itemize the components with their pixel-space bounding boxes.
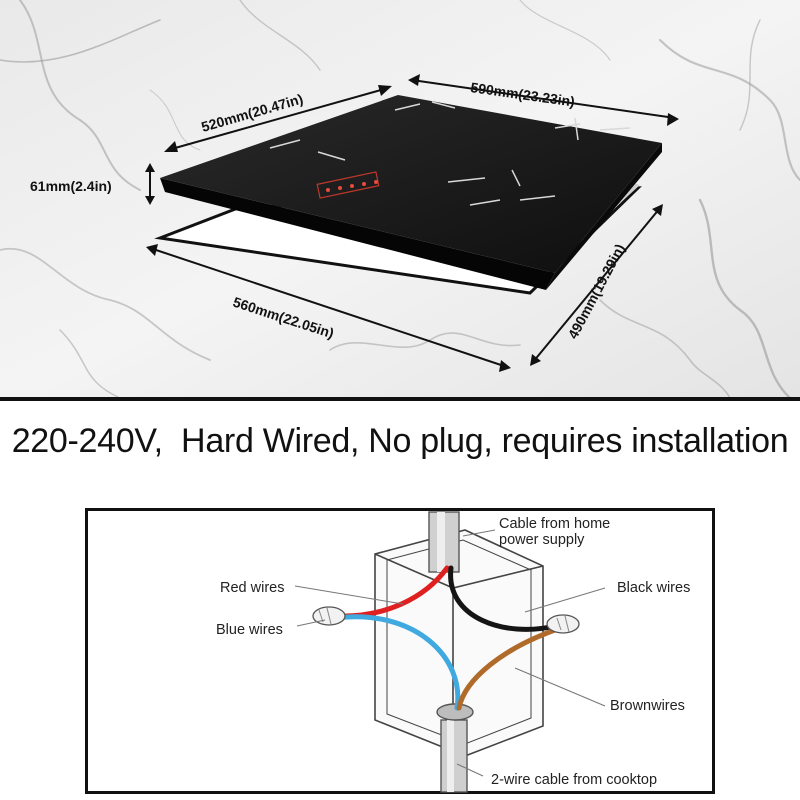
blue-wires-label: Blue wires bbox=[216, 622, 283, 638]
blue-wire bbox=[332, 614, 461, 711]
black-wires-label: Black wires bbox=[617, 580, 690, 596]
cooktop-side-edge bbox=[160, 178, 555, 290]
height-label: 61mm(2.4in) bbox=[30, 178, 112, 194]
brown-wire bbox=[456, 627, 558, 711]
cooktop-conduit bbox=[436, 703, 474, 793]
dimension-arrows bbox=[145, 74, 679, 372]
supply-cable-label-line2: power supply bbox=[499, 532, 585, 548]
right-wire-nut bbox=[546, 614, 580, 634]
cooktop-dimension-illustration: 520mm(20.47in) 590mm(23.23in) 61mm(2.4in… bbox=[0, 0, 800, 398]
cooktop-glass bbox=[160, 95, 662, 273]
control-panel bbox=[316, 171, 380, 199]
cooktop-cable-label: 2-wire cable from cooktop bbox=[491, 772, 657, 788]
cooking-zone-marks bbox=[269, 101, 631, 206]
supply-conduit bbox=[428, 511, 460, 573]
black-wire bbox=[448, 565, 558, 632]
installation-headline: 220-240V, Hard Wired, No plug, requires … bbox=[11, 422, 789, 460]
supply-cable-label-line1: Cable from home bbox=[499, 516, 610, 532]
label-leaders bbox=[294, 529, 606, 777]
cooktop-front-edge bbox=[546, 143, 662, 290]
wiring-diagram: Cable from home power supply Red wires B… bbox=[85, 508, 715, 794]
red-wires-label: Red wires bbox=[220, 580, 284, 596]
section-divider bbox=[0, 397, 800, 401]
brown-wires-label: Brownwires bbox=[610, 698, 685, 714]
marble-veins bbox=[0, 0, 800, 398]
left-wire-nut bbox=[312, 606, 346, 626]
